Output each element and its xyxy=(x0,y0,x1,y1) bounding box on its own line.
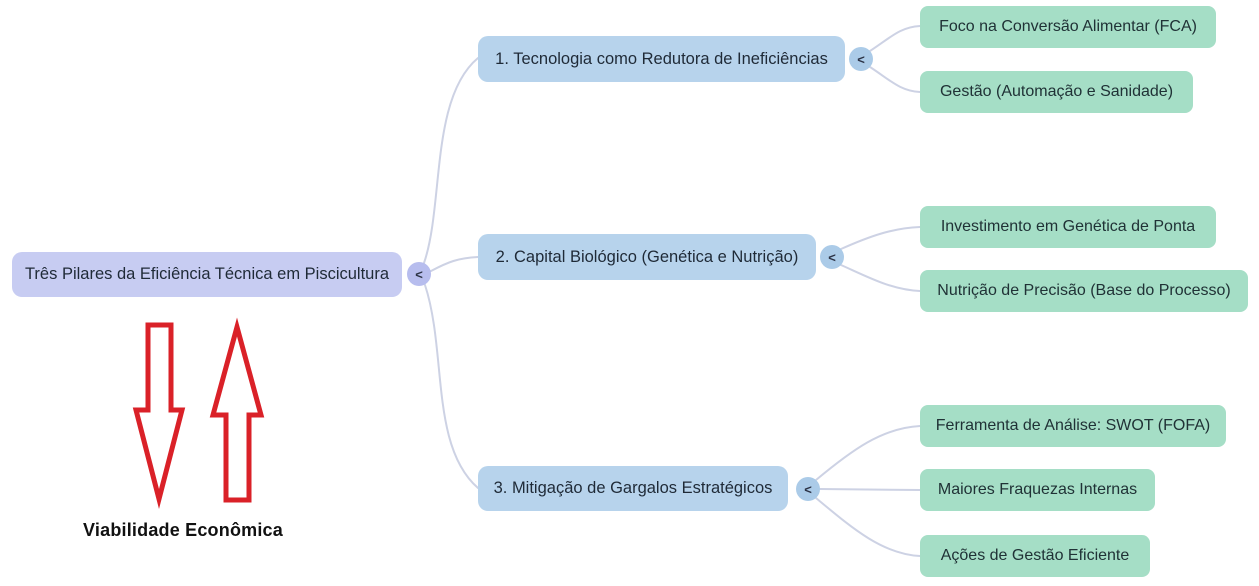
branch-node-2[interactable]: 2. Capital Biológico (Genética e Nutriçã… xyxy=(478,234,816,280)
connector-branch3-leaf2 xyxy=(819,488,921,491)
chevron-left-icon: < xyxy=(857,51,865,67)
leaf-node-3-1[interactable]: Ferramenta de Análise: SWOT (FOFA) xyxy=(920,405,1226,447)
leaf-node-3-3-label: Ações de Gestão Eficiente xyxy=(940,546,1130,564)
leaf-node-2-2[interactable]: Nutrição de Precisão (Base do Processo) xyxy=(920,270,1248,312)
leaf-node-1-2[interactable]: Gestão (Automação e Sanidade) xyxy=(920,71,1193,113)
branch-3-collapse-toggle[interactable]: < xyxy=(796,477,820,501)
leaf-node-3-3[interactable]: Ações de Gestão Eficiente xyxy=(920,535,1150,577)
connector-root-branch3 xyxy=(424,284,479,489)
leaf-node-1-2-label: Gestão (Automação e Sanidade) xyxy=(939,82,1174,100)
connector-branch3-leaf3 xyxy=(815,497,921,557)
connector-branch1-leaf2 xyxy=(869,66,921,93)
connector-curves xyxy=(423,25,921,557)
branch-node-3-label: 3. Mitigação de Gargalos Estratégicos xyxy=(493,479,773,498)
leaf-node-3-1-label: Ferramenta de Análise: SWOT (FOFA) xyxy=(935,416,1211,434)
branch-node-2-label: 2. Capital Biológico (Genética e Nutriçã… xyxy=(495,247,799,266)
connector-branch1-leaf1 xyxy=(869,25,921,52)
up-arrow-icon xyxy=(209,317,265,503)
branch-2-collapse-toggle[interactable]: < xyxy=(820,245,844,269)
down-arrow-icon xyxy=(132,322,186,509)
leaf-node-3-2[interactable]: Maiores Fraquezas Internas xyxy=(920,469,1155,511)
root-node[interactable]: Três Pilares da Eficiência Técnica em Pi… xyxy=(12,252,402,297)
branch-node-1-label: 1. Tecnologia como Redutora de Ineficiên… xyxy=(495,49,828,68)
chevron-left-icon: < xyxy=(804,481,812,497)
red-arrows-group xyxy=(132,317,265,509)
leaf-node-3-2-label: Maiores Fraquezas Internas xyxy=(937,480,1138,498)
connector-branch2-leaf1 xyxy=(840,226,921,250)
leaf-node-2-1[interactable]: Investimento em Genética de Ponta xyxy=(920,206,1216,248)
connector-root-branch2 xyxy=(430,256,479,272)
connector-branch3-leaf1 xyxy=(815,425,921,481)
root-node-label: Três Pilares da Eficiência Técnica em Pi… xyxy=(24,265,390,284)
connector-branch2-leaf2 xyxy=(840,264,921,292)
leaf-node-2-1-label: Investimento em Genética de Ponta xyxy=(940,217,1196,235)
branch-node-1[interactable]: 1. Tecnologia como Redutora de Ineficiên… xyxy=(478,36,845,82)
annotation-viabilidade-economica: Viabilidade Econômica xyxy=(70,520,296,541)
annotation-label-text: Viabilidade Econômica xyxy=(83,520,283,540)
leaf-node-2-2-label: Nutrição de Precisão (Base do Processo) xyxy=(937,281,1231,299)
root-collapse-toggle[interactable]: < xyxy=(407,262,431,286)
chevron-left-icon: < xyxy=(415,266,423,282)
leaf-node-1-1[interactable]: Foco na Conversão Alimentar (FCA) xyxy=(920,6,1216,48)
branch-node-3[interactable]: 3. Mitigação de Gargalos Estratégicos xyxy=(478,466,788,511)
connector-root-branch1 xyxy=(423,57,479,264)
chevron-left-icon: < xyxy=(828,249,836,265)
branch-1-collapse-toggle[interactable]: < xyxy=(849,47,873,71)
leaf-node-1-1-label: Foco na Conversão Alimentar (FCA) xyxy=(939,17,1197,35)
